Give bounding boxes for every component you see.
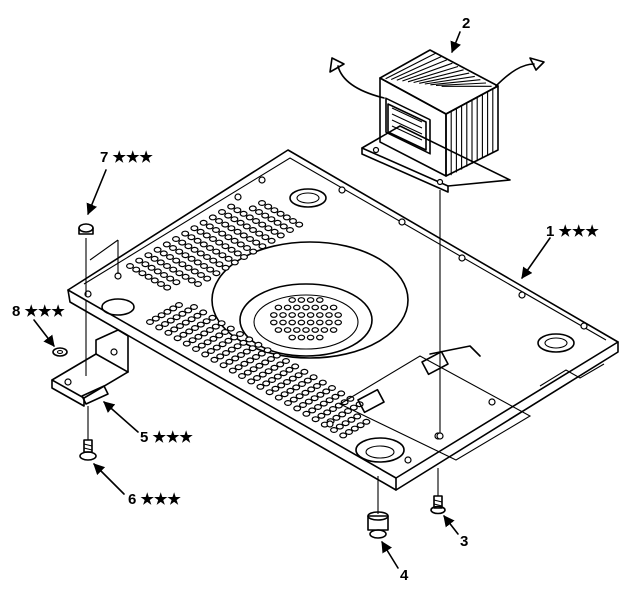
- bracket-part-5: [51, 300, 129, 407]
- vent-holes-centre: [269, 297, 343, 341]
- leader-7: [86, 169, 107, 216]
- callout-2: 2: [462, 15, 470, 32]
- vent-holes-lower: [146, 302, 371, 439]
- callout-1: 1 ★★★: [546, 223, 599, 240]
- leader-8: [33, 319, 55, 347]
- screw-part-6: [79, 406, 97, 461]
- leader-2: [450, 31, 461, 54]
- leader-3: [443, 515, 459, 535]
- callout-4: 4: [400, 567, 409, 584]
- base-plate: [67, 149, 619, 491]
- callout-5: 5 ★★★: [140, 429, 193, 446]
- callout-6: 6 ★★★: [128, 491, 181, 508]
- callout-7: 7 ★★★: [100, 149, 153, 166]
- callout-8: 8 ★★★: [12, 303, 65, 320]
- foot-part-4: [367, 476, 389, 539]
- screw-part-7: [78, 223, 119, 296]
- callout-3: 3: [460, 533, 468, 550]
- leader-5: [103, 401, 139, 433]
- washer-part-8: [52, 347, 68, 357]
- transformer: [329, 49, 545, 193]
- vent-holes-upper: [125, 200, 304, 291]
- leader-6: [93, 463, 125, 495]
- leader-4: [381, 541, 399, 569]
- leader-1: [521, 237, 551, 279]
- screw-part-3: [430, 468, 446, 515]
